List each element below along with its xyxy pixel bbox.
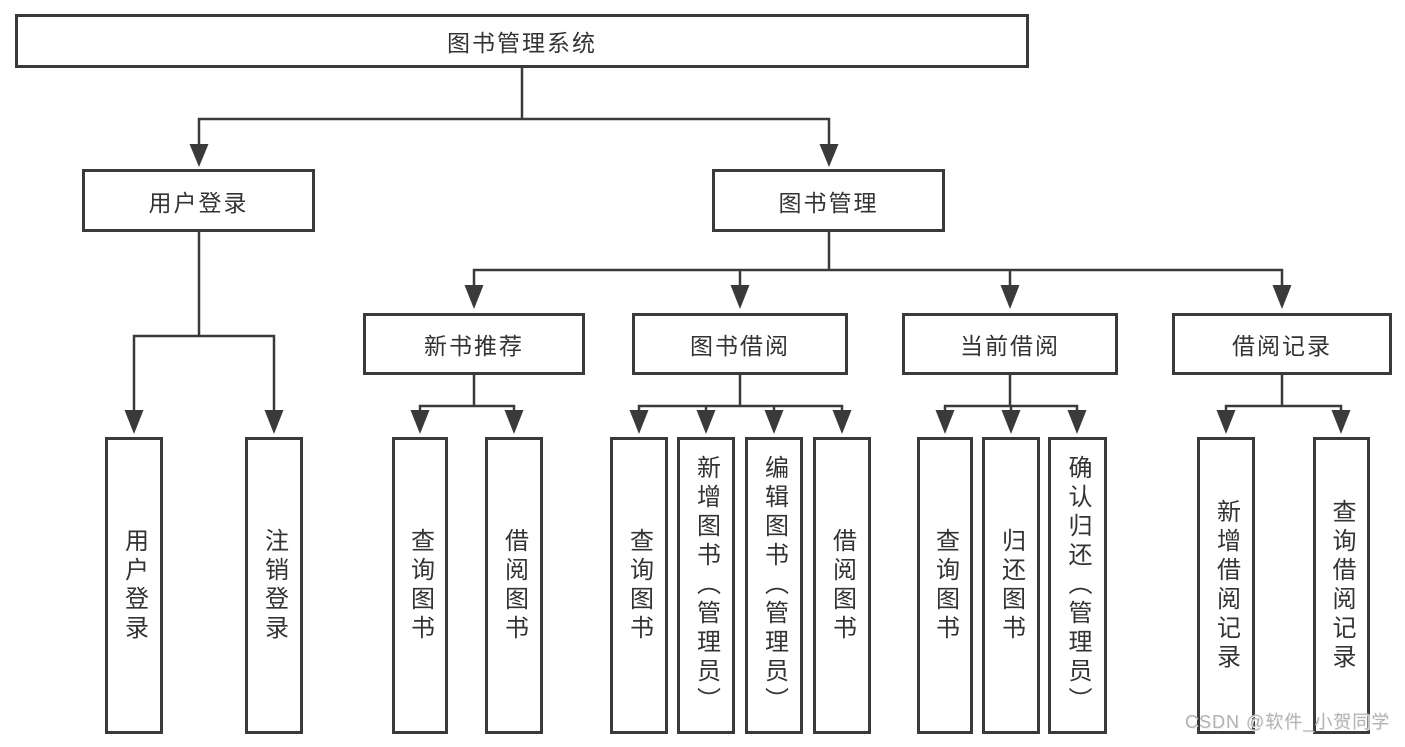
arrow-to-borrow-records <box>1272 285 1292 309</box>
leaf-add-borrow-record: 新增借阅记录 <box>1197 437 1255 734</box>
node-user-login: 用户登录 <box>82 169 315 232</box>
arrow-to-add-books <box>696 410 716 434</box>
leaf-query-borrow-record: 查询借阅记录 <box>1313 437 1370 734</box>
arrow-to-borrow-books-2 <box>832 410 852 434</box>
edge-user-login-bar <box>132 334 276 411</box>
node-borrowing-records: 借阅记录 <box>1172 313 1392 375</box>
leaf-query-books-under-book-borrowing: 查询图书 <box>610 437 668 734</box>
arrow-to-add-record <box>1216 410 1236 434</box>
arrow-to-leaf-logout <box>264 410 284 434</box>
leaf-query-books-under-current-borrowing: 查询图书 <box>917 437 973 734</box>
arrow-to-query-record <box>1331 410 1351 434</box>
edge-book-borrow-bar <box>637 404 844 412</box>
leaf-query-books-under-new-books: 查询图书 <box>392 437 448 734</box>
leaf-logout: 注销登录 <box>245 437 303 734</box>
edge-book-mgmt-bar <box>472 268 1284 287</box>
node-current-borrowing: 当前借阅 <box>902 313 1118 375</box>
arrow-to-user-login <box>189 144 209 167</box>
arrow-to-book-borrow <box>730 285 750 309</box>
arrow-to-borrow-books-1 <box>504 410 524 434</box>
leaf-return-books: 归还图书 <box>982 437 1040 734</box>
arrow-to-book-mgmt <box>819 144 839 167</box>
arrow-to-query-books-3 <box>935 410 955 434</box>
leaf-edit-books-admin: 编辑图书（管理员） <box>745 437 803 734</box>
edge-borrow-records-bar <box>1224 404 1343 412</box>
leaf-user-login: 用户登录 <box>105 437 163 734</box>
arrow-to-confirm-return <box>1067 410 1087 434</box>
node-book-borrowing: 图书借阅 <box>632 313 848 375</box>
arrow-to-new-books <box>464 285 484 309</box>
arrow-to-leaf-user-login <box>124 410 144 434</box>
edge-root-bar <box>197 117 831 145</box>
arrow-to-return-books <box>1001 410 1021 434</box>
csdn-watermark: CSDN @软件_小贺同学 <box>1185 712 1391 732</box>
edge-new-books-bar <box>418 404 516 412</box>
arrow-to-current-borrow <box>1000 285 1020 309</box>
node-book-management: 图书管理 <box>712 169 945 232</box>
leaf-borrow-books-under-book-borrowing: 借阅图书 <box>813 437 871 734</box>
leaf-confirm-return-admin: 确认归还（管理员） <box>1048 437 1107 734</box>
arrow-to-query-books-1 <box>410 410 430 434</box>
leaf-borrow-books-under-new-books: 借阅图书 <box>485 437 543 734</box>
leaf-add-books-admin: 新增图书（管理员） <box>677 437 735 734</box>
arrow-to-query-books-2 <box>629 410 649 434</box>
node-new-book-recommendation: 新书推荐 <box>363 313 585 375</box>
arrow-to-edit-books <box>764 410 784 434</box>
node-library-management-system: 图书管理系统 <box>15 14 1029 68</box>
